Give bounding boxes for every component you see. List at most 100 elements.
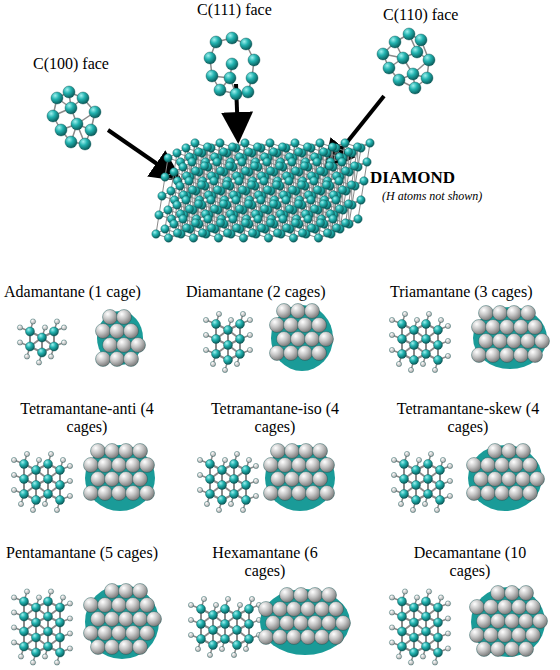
- atom: [257, 224, 265, 232]
- atom: [329, 215, 337, 223]
- atom: [11, 487, 16, 492]
- atom: [204, 215, 212, 223]
- atom: [402, 311, 407, 316]
- atom: [140, 458, 155, 473]
- atom: [270, 346, 285, 361]
- atom: [224, 356, 233, 365]
- atom: [213, 158, 221, 166]
- atom: [60, 457, 65, 462]
- atom: [228, 317, 233, 322]
- atom: [266, 139, 274, 147]
- atom: [298, 318, 313, 333]
- atom: [222, 181, 230, 189]
- atom: [182, 224, 190, 232]
- atom: [210, 205, 218, 213]
- atom: [36, 360, 41, 365]
- atom: [389, 317, 394, 322]
- atom: [197, 181, 205, 189]
- atom: [282, 224, 290, 232]
- atom: [20, 490, 29, 499]
- atom: [176, 182, 184, 190]
- atom: [500, 320, 515, 335]
- atom: [389, 347, 394, 352]
- atom: [18, 501, 23, 506]
- atom: [266, 219, 274, 227]
- atom: [247, 317, 252, 322]
- atom: [323, 229, 331, 237]
- atom: [89, 106, 101, 118]
- atom: [397, 52, 409, 64]
- atom: [246, 72, 258, 84]
- atom: [98, 486, 113, 501]
- atom: [403, 28, 415, 40]
- atom: [398, 350, 407, 359]
- atom: [288, 186, 296, 194]
- atom: [335, 205, 343, 213]
- atom: [411, 46, 423, 58]
- atom: [282, 196, 290, 204]
- atom: [38, 333, 47, 342]
- atom: [133, 444, 148, 459]
- atom: [204, 52, 216, 64]
- atom: [235, 177, 243, 185]
- atom: [170, 168, 178, 176]
- atom: [344, 200, 352, 208]
- atom: [257, 196, 265, 204]
- atom: [269, 200, 277, 208]
- atom: [191, 139, 199, 147]
- atom: [507, 306, 522, 321]
- atom: [67, 478, 72, 483]
- atom: [248, 54, 260, 66]
- atom: [305, 304, 320, 319]
- atom: [234, 361, 239, 366]
- atom: [521, 306, 536, 321]
- atom: [294, 148, 302, 156]
- atom: [294, 200, 302, 208]
- atom: [240, 311, 245, 316]
- atom: [124, 324, 139, 339]
- atom: [410, 326, 419, 335]
- atom: [131, 338, 146, 353]
- atom: [230, 88, 242, 100]
- atom: [486, 320, 501, 335]
- atom: [366, 139, 374, 147]
- atom: [50, 342, 59, 351]
- atom: [124, 352, 139, 367]
- atom: [377, 48, 389, 60]
- atom: [219, 148, 227, 156]
- atom: [479, 334, 494, 349]
- atom: [300, 162, 308, 170]
- atom: [285, 177, 293, 185]
- atom: [48, 354, 53, 359]
- atom: [126, 458, 141, 473]
- atom: [328, 143, 336, 151]
- atom: [236, 350, 245, 359]
- space-filling-model: [96, 310, 146, 367]
- atom: [357, 196, 365, 204]
- atom: [472, 320, 487, 335]
- atom: [472, 348, 487, 363]
- ball-and-stick-model: [389, 311, 450, 372]
- atom: [164, 206, 172, 214]
- atom: [164, 154, 172, 162]
- atom: [96, 352, 111, 367]
- atom: [521, 334, 536, 349]
- atom: [56, 481, 65, 490]
- atom: [216, 139, 224, 147]
- atom: [325, 162, 333, 170]
- atom: [303, 143, 311, 151]
- atom: [514, 320, 529, 335]
- atom: [263, 186, 271, 194]
- atom: [398, 335, 407, 344]
- atom: [420, 361, 425, 366]
- atom: [422, 335, 431, 344]
- atom: [167, 187, 175, 195]
- atom: [161, 173, 169, 181]
- atom: [238, 158, 246, 166]
- atom: [173, 229, 181, 237]
- atom: [65, 102, 77, 114]
- atom: [216, 167, 224, 175]
- atom: [20, 460, 29, 469]
- atom: [44, 460, 53, 469]
